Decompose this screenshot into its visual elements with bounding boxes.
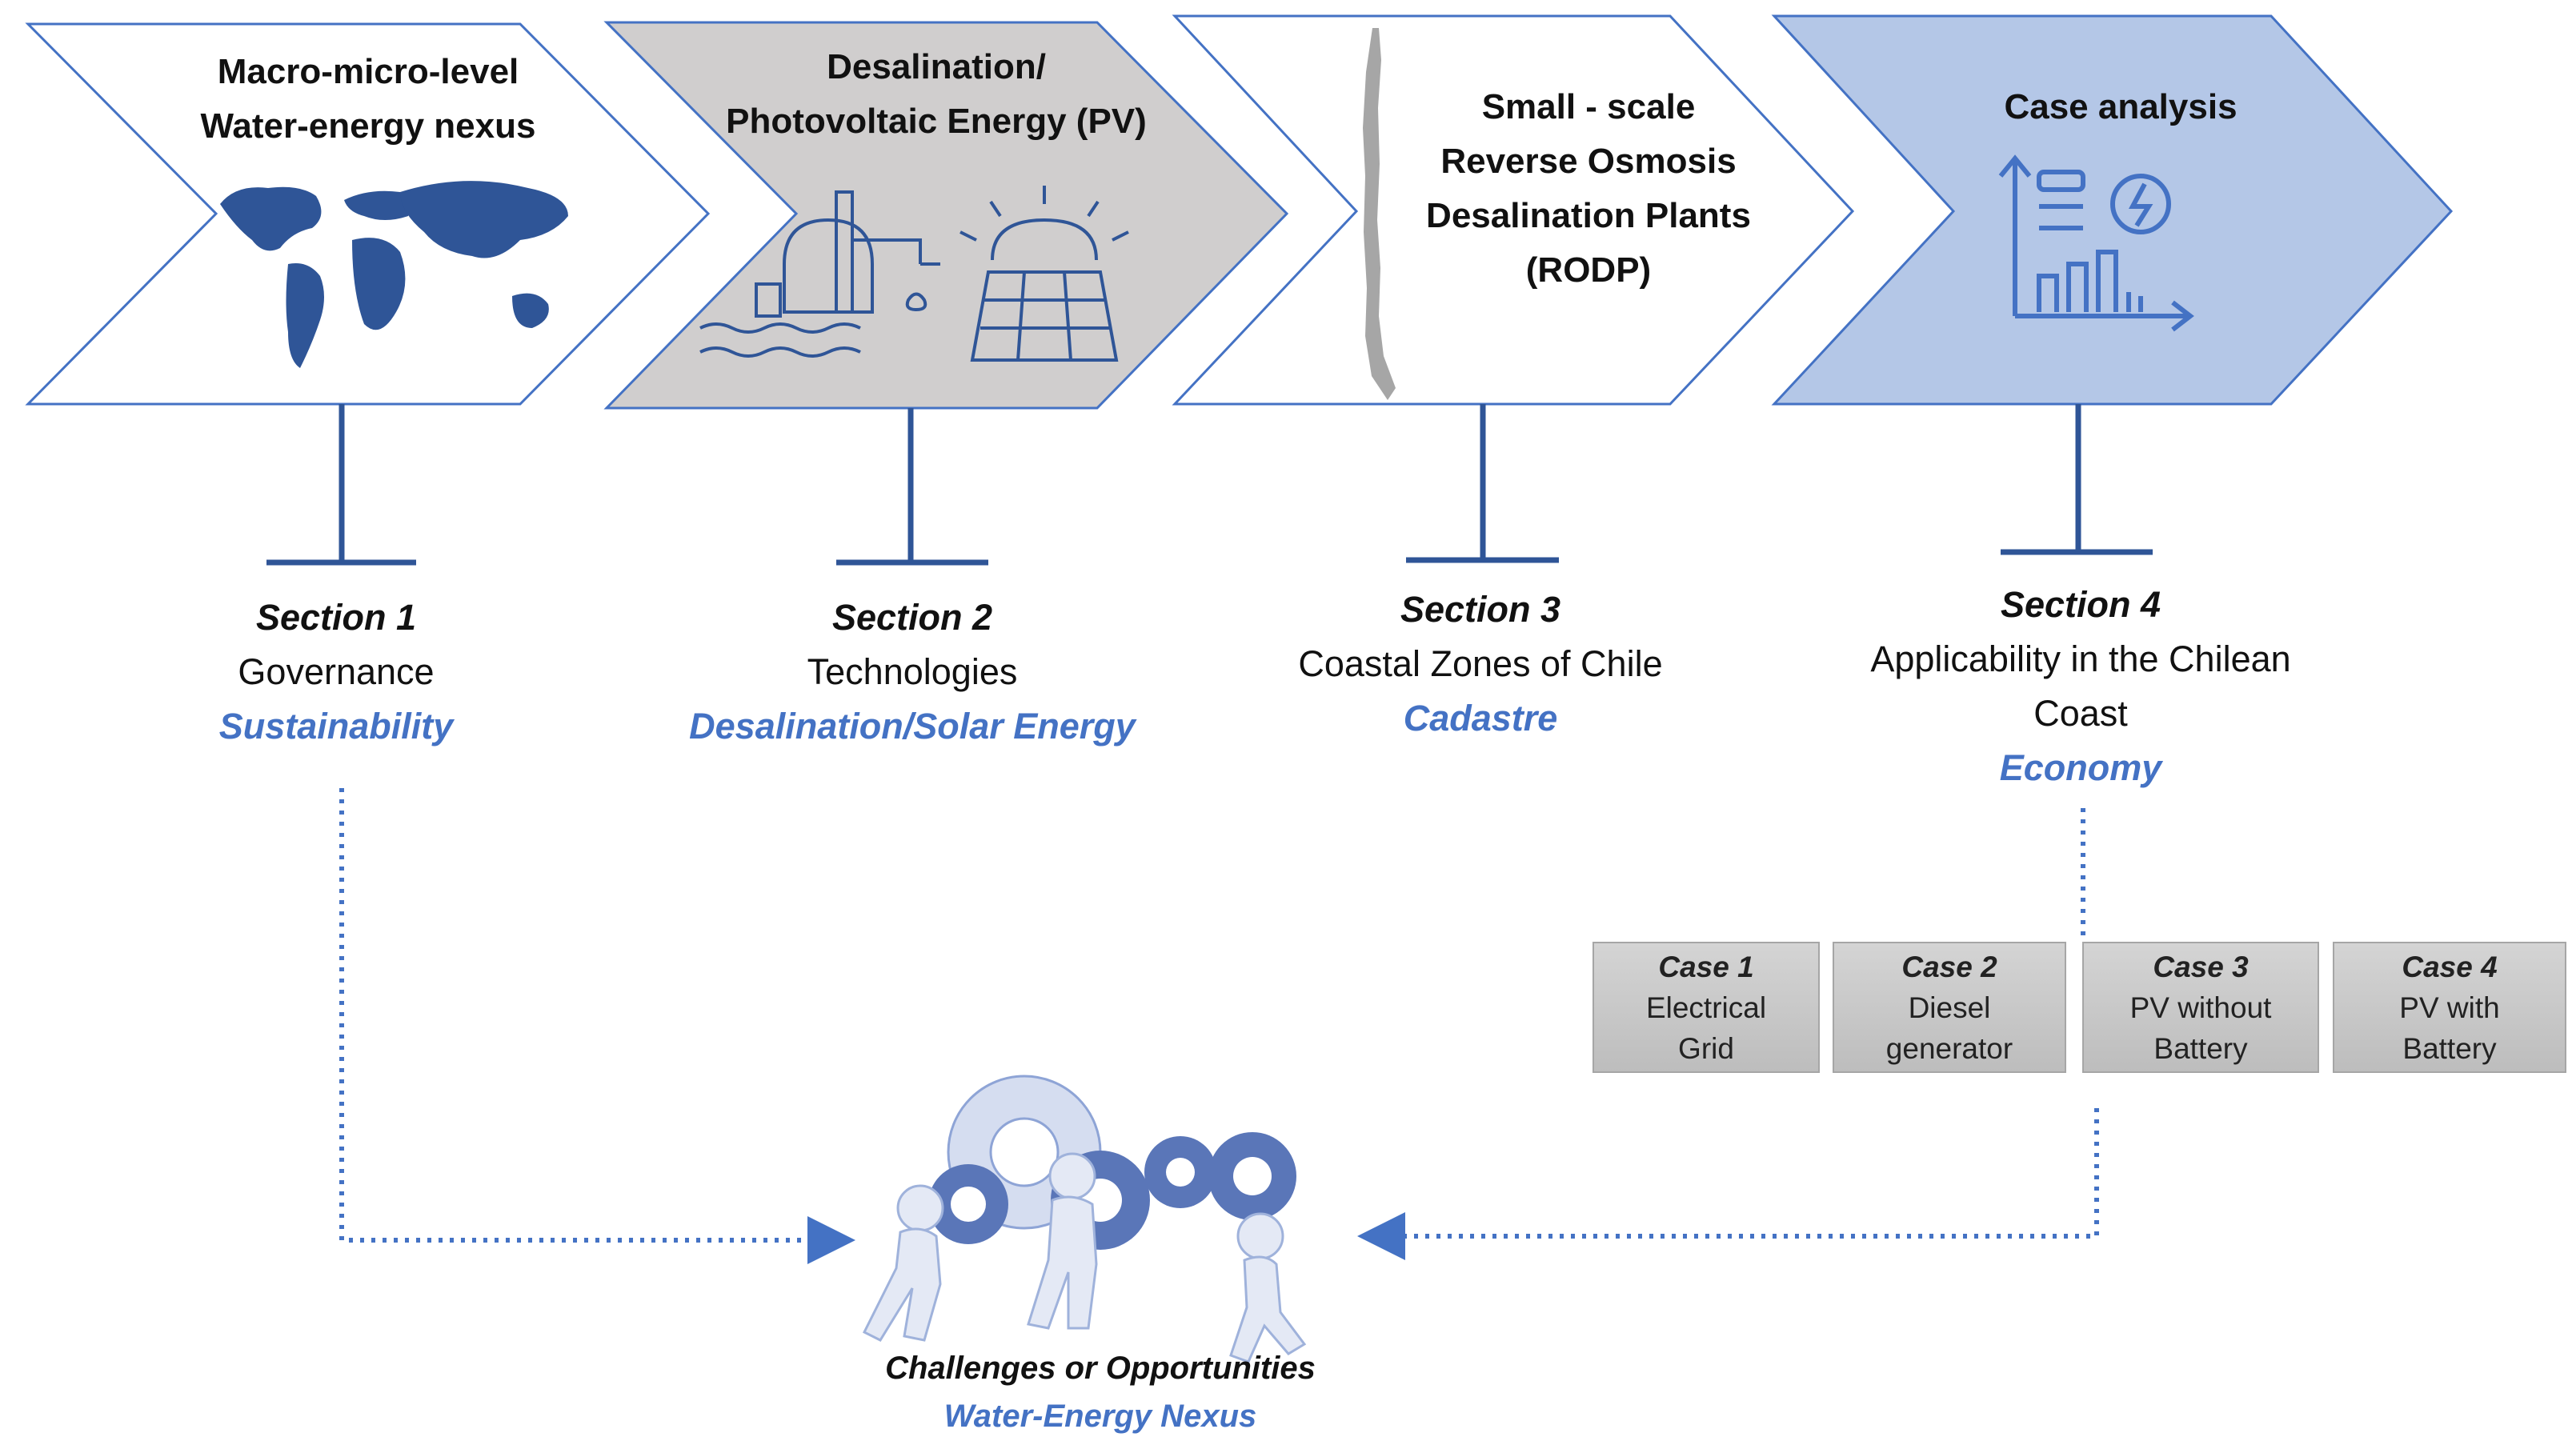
section-connectors: [266, 404, 2153, 566]
step-3-title-line-2: Reverse Osmosis: [1440, 142, 1737, 181]
section-3-number: Section 3: [1400, 589, 1561, 630]
step-1-title-line-1: Macro-micro-level: [217, 52, 519, 91]
section-1-number: Section 1: [255, 597, 417, 638]
section-1-topic: Governance: [238, 651, 435, 692]
case-4-desc-line-1: PV with: [2399, 991, 2500, 1024]
step-4-title-line-1: Case analysis: [2004, 87, 2237, 126]
section-2-number: Section 2: [831, 597, 993, 638]
chile-map-icon: [1363, 28, 1396, 400]
case-1-desc-line-1: Electrical: [1645, 991, 1767, 1024]
section-1-tag: Sustainability: [218, 706, 454, 747]
desalination-plant-and-solar-panel-icon: [699, 186, 1129, 362]
step-3-chevron: [1172, 14, 1855, 406]
section-4-label: Section 4 Applicability in the Chilean C…: [1801, 578, 2361, 795]
case-3-desc-line-2: Battery: [2153, 1032, 2248, 1065]
case-2-desc-line-1: Diesel: [1908, 991, 1991, 1024]
case-1-desc-line-2: Grid: [1678, 1032, 1734, 1065]
section-3-label: Section 3 Coastal Zones of Chile Cadastr…: [1248, 582, 1713, 746]
section-4-topic-line-1: Applicability in the Chilean: [1870, 638, 2291, 679]
outcome-line-2: Water-Energy Nexus: [943, 1399, 1257, 1434]
case-2-name: Case 2: [1901, 951, 1997, 983]
section-3-tag: Cadastre: [1403, 698, 1558, 739]
world-map-icon: [220, 181, 568, 368]
section-2-label: Section 2 Technologies Desalination/Sola…: [624, 590, 1200, 754]
section-3-topic: Coastal Zones of Chile: [1298, 643, 1663, 684]
case-4-desc-line-2: Battery: [2402, 1032, 2497, 1065]
case-3-desc-line-1: PV without: [2129, 991, 2272, 1024]
section-2-topic: Technologies: [807, 651, 1018, 692]
step-2-title: Desalination/ Photovoltaic Energy (PV): [688, 40, 1184, 149]
energy-analytics-chart-icon: [1998, 154, 2194, 332]
case-3-name: Case 3: [2153, 951, 2249, 983]
step-1-title-line-2: Water-energy nexus: [200, 106, 536, 146]
case-1-name: Case 1: [1658, 951, 1754, 983]
case-2-box: Case 2 Diesel generator: [1833, 942, 2066, 1073]
step-2-chevron: [603, 21, 1289, 410]
step-3-title-line-4: (RODP): [1525, 250, 1652, 290]
section-4-topic-line-2: Coast: [2033, 693, 2128, 734]
outcome-caption: Challenges or Opportunities Water-Energy…: [800, 1344, 1400, 1440]
step-3-title-line-3: Desalination Plants: [1426, 196, 1751, 235]
case-1-box: Case 1 Electrical Grid: [1592, 942, 1820, 1073]
people-with-gears-icon: [862, 1075, 1307, 1363]
step-1-title: Macro-micro-level Water-energy nexus: [144, 45, 592, 154]
case-4-name: Case 4: [2402, 951, 2498, 983]
case-4-box: Case 4 PV with Battery: [2333, 942, 2566, 1073]
step-3-title-line-1: Small - scale: [1481, 87, 1696, 126]
case-2-desc-line-2: generator: [1885, 1032, 2013, 1065]
outcome-line-1: Challenges or Opportunities: [885, 1351, 1316, 1386]
section-4-number: Section 4: [2000, 584, 2161, 625]
step-4-title: Case analysis: [1921, 80, 2321, 134]
case-3-box: Case 3 PV without Battery: [2082, 942, 2319, 1073]
section-4-tag: Economy: [1999, 747, 2162, 788]
flow-lines: [339, 788, 2099, 1264]
step-3-title: Small - scale Reverse Osmosis Desalinati…: [1388, 80, 1789, 298]
step-2-title-line-1: Desalination/: [827, 47, 1046, 86]
section-2-tag: Desalination/Solar Energy: [689, 706, 1136, 747]
section-1-label: Section 1 Governance Sustainability: [144, 590, 528, 754]
step-2-title-line-2: Photovoltaic Energy (PV): [726, 102, 1147, 141]
